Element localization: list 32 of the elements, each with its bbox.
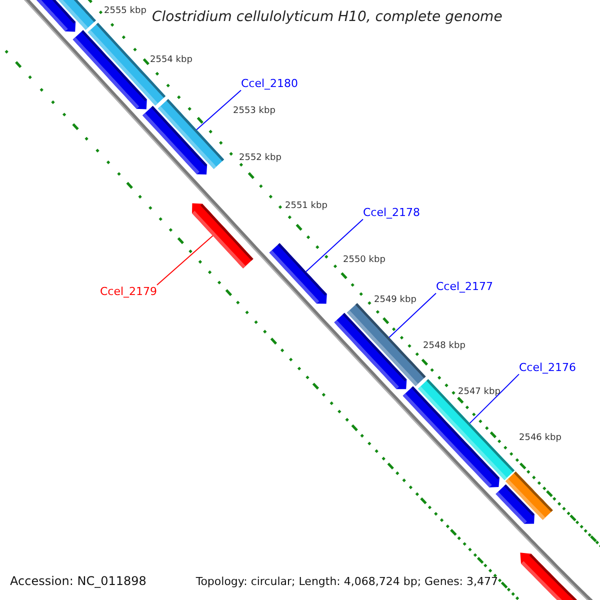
scale-label: 2555 kbp: [104, 6, 146, 17]
leader-line: [388, 292, 436, 338]
leader-line: [306, 218, 364, 272]
map-title: Clostridium cellulolyticum H10, complete genome: [152, 9, 502, 26]
scale-label: 2552 kbp: [239, 153, 282, 164]
leader-line: [196, 90, 242, 130]
gene-label: Ccel_2179: [100, 285, 158, 298]
gene-label: Ccel_2177: [436, 280, 494, 294]
leader-line: [469, 374, 520, 424]
gene-block: [496, 484, 534, 524]
gene-block: [520, 552, 578, 600]
genome-info-text: Topology: circular; Length: 4,068,724 bp; Genes: 3,477: [196, 575, 498, 588]
scale-label: 2550 kbp: [343, 255, 386, 266]
scale-label: 2554 kbp: [150, 55, 192, 66]
scale-label: 2553 kbp: [233, 106, 276, 117]
gene-block: [334, 312, 407, 390]
accession-text: Accession: NC_011898: [10, 574, 146, 588]
gene-label: Ccel_2176: [519, 361, 576, 374]
gene-block: [142, 106, 208, 174]
gene-label: Ccel_2178: [363, 206, 420, 220]
gene-block: [72, 30, 147, 110]
scale-label: 2547 kbp: [458, 387, 500, 398]
gene-block: [269, 243, 327, 304]
scale-label: 2548 kbp: [423, 341, 466, 352]
scale-label: 2551 kbp: [285, 201, 328, 212]
scale-label: 2549 kbp: [374, 295, 416, 306]
gene-block: [192, 203, 254, 268]
gene-label: Ccel_2180: [241, 77, 298, 90]
scale-label: 2546 kbp: [519, 433, 562, 444]
gene-block: [402, 386, 500, 488]
leader-line: [156, 235, 214, 286]
gene-block: [36, 0, 76, 32]
